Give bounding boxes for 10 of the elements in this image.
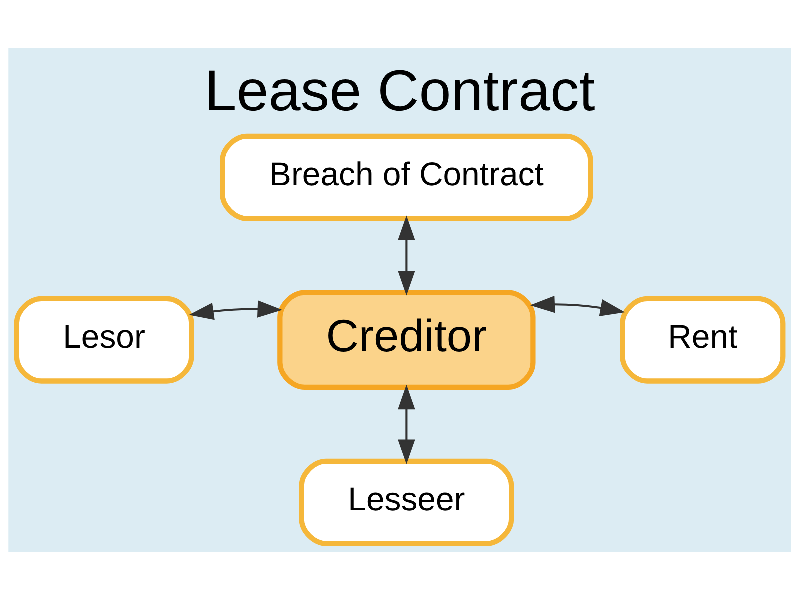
node-box: Creditor — [278, 290, 536, 390]
node-box: Lesseer — [299, 458, 514, 546]
arrow — [530, 296, 626, 317]
arrow — [398, 384, 416, 464]
node-box: Breach of Contract — [220, 134, 594, 222]
arrow — [189, 300, 282, 320]
node-box: Rent — [620, 296, 786, 384]
node-box: Lesor — [14, 296, 194, 384]
diagram-title: Lease Contract — [204, 60, 596, 124]
arrow — [398, 216, 416, 296]
